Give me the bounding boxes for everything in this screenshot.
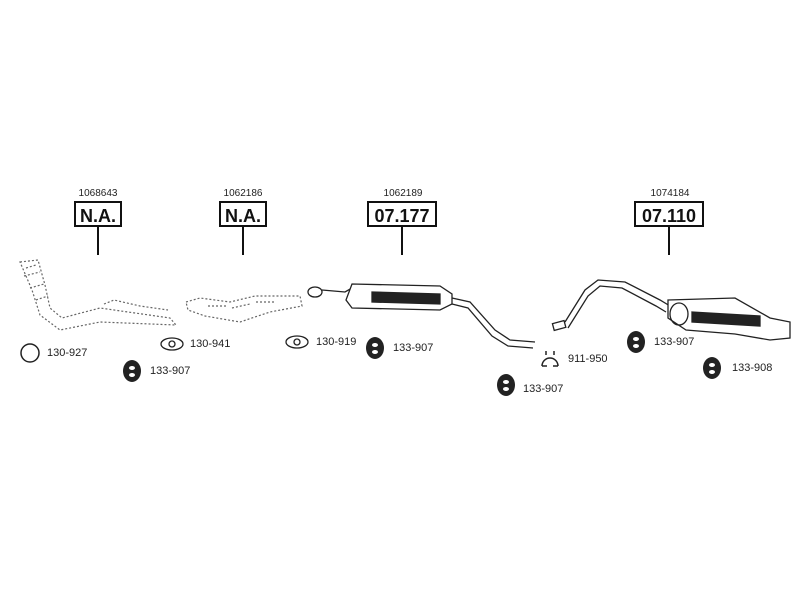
leader-line-4	[668, 227, 670, 255]
section-code-box-4[interactable]: 07.110	[634, 201, 704, 227]
rubber-hanger-icon-3	[497, 374, 515, 396]
o-ring-gasket-icon	[20, 343, 40, 363]
rear-muffler-icon	[551, 279, 791, 341]
part-label-133-907-a[interactable]: 133-907	[150, 365, 191, 377]
pipe-clamp-icon	[541, 351, 559, 367]
center-muffler-icon	[307, 283, 536, 349]
part-label-133-908[interactable]: 133-908	[732, 362, 773, 374]
rubber-hanger-icon-4	[627, 331, 645, 353]
leader-line-2	[242, 227, 244, 255]
part-label-133-907-c[interactable]: 133-907	[523, 383, 564, 395]
rubber-hanger-icon-2	[366, 337, 384, 359]
part-label-130-919[interactable]: 130-919	[316, 336, 357, 348]
part-label-130-941[interactable]: 130-941	[190, 338, 231, 350]
section-ref-3: 1062189	[383, 188, 423, 199]
section-ref-4: 1074184	[650, 188, 690, 199]
section-ref-2: 1062186	[223, 188, 263, 199]
front-pipe-icon	[19, 259, 178, 331]
part-label-133-907-b[interactable]: 133-907	[393, 342, 434, 354]
rubber-hanger-icon-1	[123, 360, 141, 382]
leader-line-1	[97, 227, 99, 255]
section-code-box-1[interactable]: N.A.	[74, 201, 122, 227]
section-code-box-2[interactable]: N.A.	[219, 201, 267, 227]
flange-gasket-icon-2	[285, 335, 309, 349]
part-label-130-927[interactable]: 130-927	[47, 347, 88, 359]
flange-gasket-icon-1	[160, 337, 184, 351]
part-label-911-950[interactable]: 911-950	[568, 353, 608, 365]
leader-line-3	[401, 227, 403, 255]
rubber-hanger-icon-5	[703, 357, 721, 379]
mid-pipe-icon	[185, 295, 303, 323]
section-ref-1: 1068643	[78, 188, 118, 199]
part-label-133-907-d[interactable]: 133-907	[654, 336, 695, 348]
section-code-box-3[interactable]: 07.177	[367, 201, 437, 227]
